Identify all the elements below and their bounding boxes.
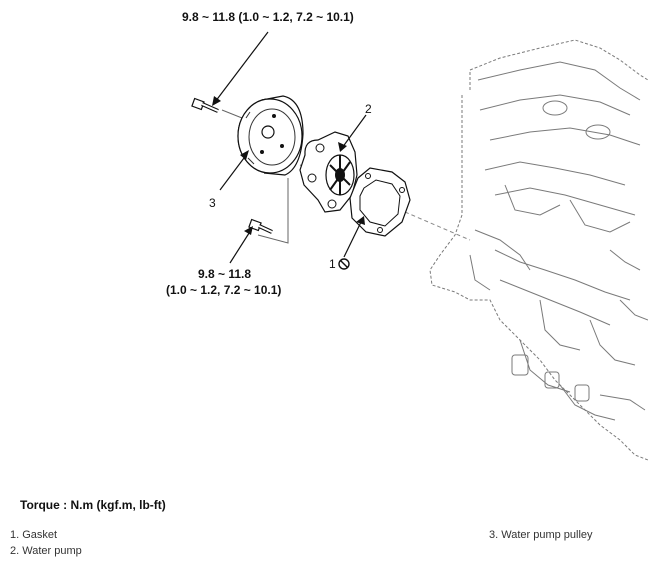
torque-label-bottom-units: (1.0 ~ 1.2, 7.2 ~ 10.1) [166,283,281,297]
prohibition-icon [338,258,350,270]
torque-label-bottom-value: 9.8 ~ 11.8 [198,267,251,281]
bolt-bottom [248,218,273,234]
bolt-top [191,97,219,113]
exploded-view-diagram: 9.8 ~ 11.8 (1.0 ~ 1.2, 7.2 ~ 10.1) 9.8 ~… [166,10,648,461]
engine-block-outline [429,39,648,461]
legend-item-water-pump: 2. Water pump [10,545,82,557]
water-pump-pulley [237,95,304,176]
callout-2: 2 [365,102,372,116]
legend-item-water-pump-pulley: 3. Water pump pulley [489,529,593,541]
callout-1: 1 [329,257,336,271]
legend-title: Torque : N.m (kgf.m, lb-ft) [20,498,166,512]
torque-label-top: 9.8 ~ 11.8 (1.0 ~ 1.2, 7.2 ~ 10.1) [182,10,354,24]
gasket [349,167,411,237]
legend-item-gasket: 1. Gasket [10,529,58,541]
water-pump [299,131,358,213]
leader-lines [214,31,367,264]
callout-3: 3 [209,196,216,210]
alignment-line [404,211,471,241]
arrowheads [212,96,365,235]
